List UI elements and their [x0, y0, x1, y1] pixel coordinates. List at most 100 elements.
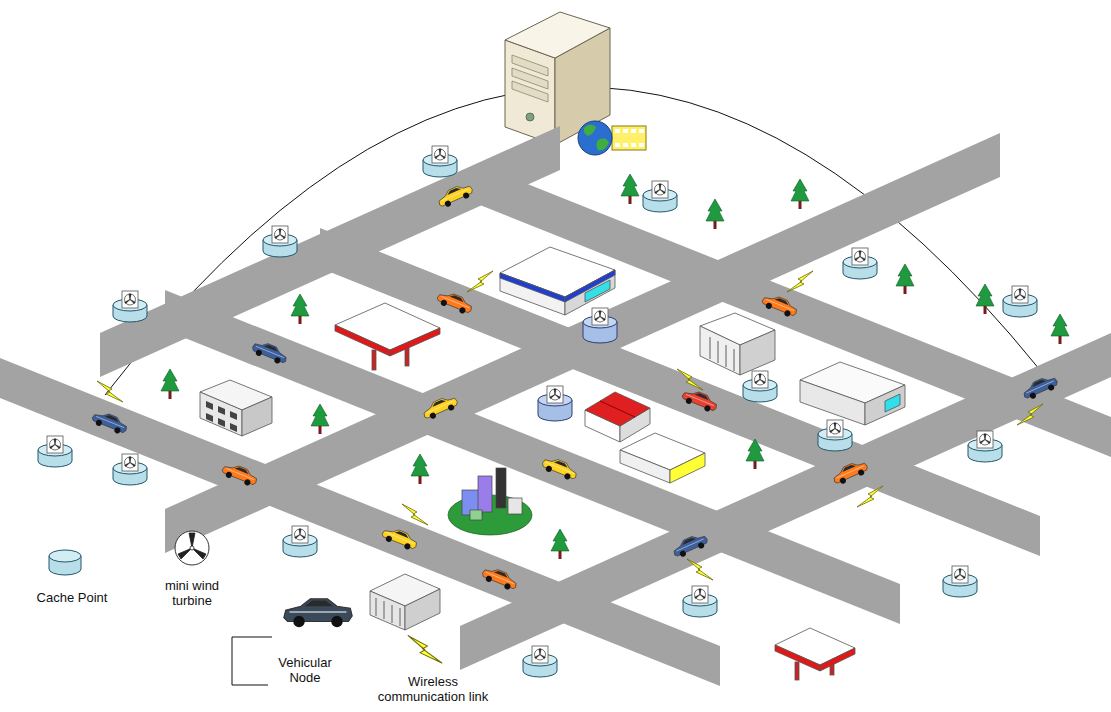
office-building	[500, 273, 565, 315]
red-roof-house	[585, 392, 650, 426]
tree	[551, 529, 569, 559]
apartment-building	[206, 413, 213, 422]
tree	[1051, 314, 1069, 344]
legend-cache-symbol	[49, 550, 81, 562]
tree	[976, 284, 994, 314]
apartment-building	[230, 423, 237, 432]
legend-wireless-symbol	[408, 636, 442, 663]
content-server	[612, 126, 646, 150]
tree	[706, 199, 724, 229]
content-server	[623, 143, 628, 147]
vehicular-node	[380, 525, 419, 552]
content-server	[526, 113, 534, 121]
road-band	[100, 126, 560, 377]
legend-vehicle-symbol	[284, 599, 352, 628]
content-server	[505, 12, 646, 155]
gas-station	[820, 648, 855, 671]
vehicular-node	[671, 531, 710, 559]
cache-point	[943, 566, 977, 597]
content-server	[631, 129, 636, 133]
apartment-building	[218, 418, 225, 427]
cache-point	[283, 526, 317, 557]
apartment-building	[206, 401, 213, 410]
tree	[291, 294, 309, 324]
office-building	[500, 273, 565, 302]
legend-label: Wireless communication link	[371, 674, 495, 704]
warehouse-building	[800, 362, 905, 425]
museum-building	[370, 574, 440, 630]
city-center	[448, 468, 532, 535]
legend-turbine-symbol	[175, 531, 209, 565]
vehicular-node	[250, 339, 289, 366]
content-server	[597, 139, 610, 151]
road-band	[165, 133, 1000, 553]
bank-building	[700, 326, 740, 375]
gas-station	[335, 303, 440, 370]
museum-building	[370, 591, 405, 630]
red-roof-house	[600, 401, 635, 417]
red-roof-house	[585, 392, 650, 442]
tree	[896, 264, 914, 294]
content-server	[578, 121, 612, 155]
cache-point	[968, 431, 1002, 462]
office-building	[565, 270, 615, 302]
wireless-link	[1017, 404, 1043, 425]
content-server	[505, 12, 610, 58]
content-server	[639, 129, 644, 133]
tree	[621, 174, 639, 204]
legend-label: Vehicular Node	[270, 655, 340, 685]
office-building	[500, 247, 615, 315]
city-center	[496, 468, 506, 508]
apartment-building	[200, 392, 242, 436]
vehicular-node	[680, 387, 719, 414]
vehicular-node	[831, 458, 870, 486]
vehicular-node	[760, 292, 799, 319]
cache-point	[643, 181, 677, 212]
content-server	[512, 81, 548, 102]
legend-bracket	[232, 637, 272, 685]
warehouse-building	[865, 385, 905, 425]
wireless-links	[97, 271, 1043, 580]
cache-point	[263, 226, 297, 257]
tree	[411, 454, 429, 484]
road	[0, 126, 1111, 686]
wireless-link	[97, 381, 123, 402]
gas-station	[335, 303, 440, 350]
apartment-building	[242, 397, 272, 436]
wireless-link	[687, 559, 713, 580]
tree	[791, 179, 809, 209]
bank-building	[710, 337, 734, 371]
road-band	[0, 358, 720, 686]
cache-point	[683, 586, 717, 617]
warehouse-building	[800, 380, 865, 425]
wireless-link	[402, 504, 428, 525]
gas-station	[335, 325, 390, 356]
gas-station	[775, 645, 820, 671]
content-server	[631, 143, 636, 147]
cache-point	[113, 454, 147, 485]
wireless-link	[857, 486, 883, 507]
vehicular-node	[436, 181, 475, 209]
trees	[161, 174, 1069, 559]
cache-point	[1003, 286, 1037, 317]
vehicular-node	[1021, 373, 1060, 401]
vehicular-node	[90, 409, 129, 436]
legend-cache-symbol	[49, 550, 81, 575]
cache-point	[523, 646, 557, 677]
vehicular-node	[435, 289, 474, 316]
content-server	[584, 125, 596, 136]
cache-point	[538, 386, 572, 421]
annex-building	[620, 433, 705, 483]
annex-building	[620, 450, 670, 483]
apartment-building	[200, 380, 272, 436]
legend-label: mini wind turbine	[159, 578, 225, 608]
legend-turbine-symbol	[190, 546, 194, 550]
vehicular-nodes	[90, 181, 1059, 592]
gas-station	[775, 628, 855, 680]
tree	[746, 439, 764, 469]
content-server	[615, 143, 620, 147]
wireless-link	[467, 271, 493, 292]
road-band	[460, 333, 1111, 670]
cache-point	[423, 146, 457, 177]
